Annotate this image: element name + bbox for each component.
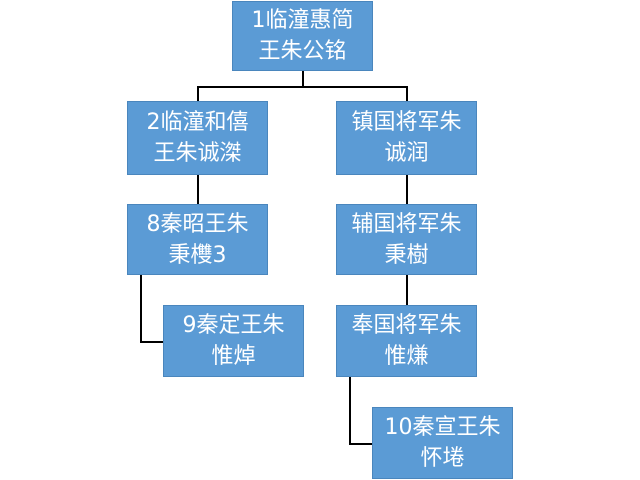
connector-n4-n6-vertical bbox=[140, 275, 142, 343]
node-line-1: 镇国将军朱 bbox=[351, 110, 462, 135]
node-qin-zhao-wang: 8秦昭王朱 秉欆3 bbox=[127, 204, 268, 275]
connector-n2-n4 bbox=[197, 175, 199, 204]
node-linzhong-huijian-wang: 1临潼惠简 王朱公铭 bbox=[232, 1, 373, 71]
connector-n7-n8-vertical bbox=[349, 377, 351, 445]
node-fuguo-jiangjun-bingshu: 辅国将军朱 秉樹 bbox=[336, 204, 477, 275]
node-line-1: 8秦昭王朱 bbox=[146, 211, 249, 237]
node-line-2: 秉欆3 bbox=[168, 242, 227, 268]
connector-to-n2 bbox=[197, 86, 199, 101]
node-line-1: 1临潼惠简 bbox=[251, 8, 354, 33]
connector-n3-n5 bbox=[406, 175, 408, 204]
node-line-1: 辅国将军朱 bbox=[351, 211, 462, 237]
connector-to-n3 bbox=[406, 86, 408, 101]
node-line-2: 惟熑 bbox=[384, 344, 429, 369]
node-fengguo-jiangjun-weilian: 奉国将军朱 惟熑 bbox=[336, 305, 477, 377]
node-line-2: 惟焯 bbox=[211, 344, 256, 369]
node-zhenguo-jiangjun-chengrun: 镇国将军朱 诚润 bbox=[336, 101, 477, 175]
node-line-2: 秉樹 bbox=[384, 242, 429, 268]
node-line-2: 王朱公铭 bbox=[258, 39, 347, 64]
connector-n7-n8-horizontal bbox=[349, 443, 372, 445]
node-line-2: 诚润 bbox=[384, 141, 429, 166]
connector-n5-n7 bbox=[406, 275, 408, 305]
connector-n1-down bbox=[302, 71, 304, 87]
node-qin-xuan-wang: 10秦宣王朱 怀埢 bbox=[372, 407, 513, 479]
node-line-2: 王朱诚滐 bbox=[153, 141, 242, 166]
node-linzhong-hexi-wang: 2临潼和僖 王朱诚滐 bbox=[127, 101, 268, 175]
node-line-1: 2临潼和僖 bbox=[146, 110, 249, 135]
connector-n1-branch-bar bbox=[197, 86, 408, 88]
node-line-1: 奉国将军朱 bbox=[351, 313, 462, 338]
connector-n4-n6-horizontal bbox=[140, 341, 163, 343]
node-qin-ding-wang: 9秦定王朱 惟焯 bbox=[163, 305, 304, 377]
node-line-2: 怀埢 bbox=[420, 446, 465, 471]
node-line-1: 9秦定王朱 bbox=[182, 313, 285, 338]
node-line-1: 10秦宣王朱 bbox=[384, 415, 501, 440]
